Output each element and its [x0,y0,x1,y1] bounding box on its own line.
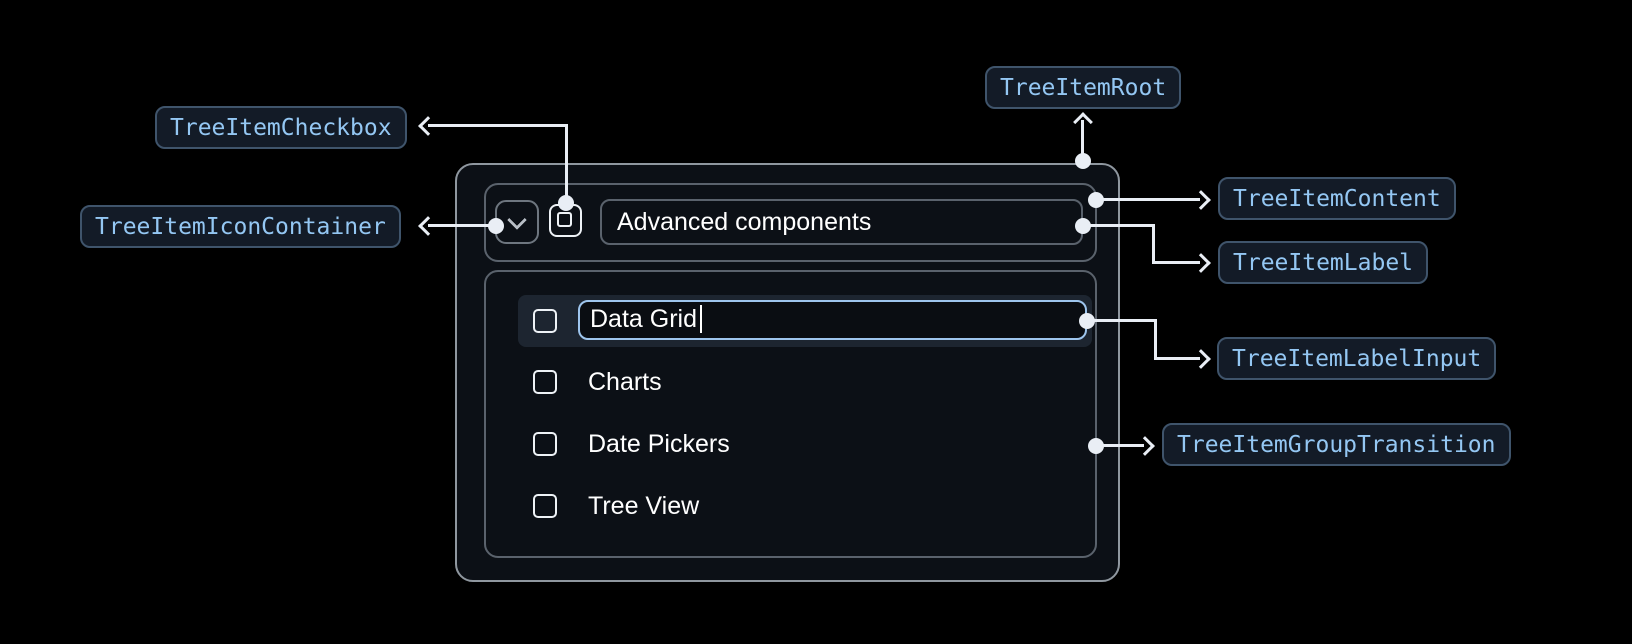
connector-line [1096,198,1200,201]
arrow-right-icon [1191,253,1211,273]
chevron-down-icon [507,210,527,230]
connector-line [428,224,498,227]
callout-tree-item-icon-container: TreeItemIconContainer [80,205,401,248]
checkbox-inner-square-icon [557,212,572,227]
connector-line [1083,224,1155,227]
tree-item-label[interactable]: Advanced components [600,199,1083,245]
tree-item-row-label: Tree View [588,492,700,520]
connector-dot [1088,438,1104,454]
tree-item-row[interactable]: Charts [518,356,1092,408]
connector-dot [1079,313,1095,329]
text-caret [699,305,703,333]
tree-item-row-editing[interactable]: Data Grid [518,295,1092,347]
callout-tree-item-root: TreeItemRoot [985,66,1182,109]
tree-item-row[interactable]: Tree View [518,480,1092,532]
arrow-up-icon [1073,112,1093,132]
connector-line [1152,224,1155,264]
connector-line [565,125,568,204]
connector-dot [1088,192,1104,208]
callout-tree-item-group-transition: TreeItemGroupTransition [1162,423,1511,466]
checkbox-unchecked-icon[interactable] [533,309,557,333]
callout-tree-item-content: TreeItemContent [1218,177,1456,220]
checkbox-unchecked-icon[interactable] [533,370,557,394]
tree-item-content[interactable] [484,183,1097,262]
callout-tree-item-label: TreeItemLabel [1218,241,1429,284]
connector-dot [558,195,574,211]
tree-item-row[interactable]: Date Pickers [518,418,1092,470]
arrow-left-icon [418,116,438,136]
checkbox-unchecked-icon[interactable] [533,494,557,518]
checkbox-unchecked-icon[interactable] [533,432,557,456]
connector-dot [488,218,504,234]
callout-tree-item-label-input: TreeItemLabelInput [1217,337,1497,380]
connector-line [1081,120,1084,162]
connector-line [1087,319,1157,322]
connector-dot [1075,153,1091,169]
tree-item-row-label: Date Pickers [588,430,730,458]
tree-item-label-input[interactable]: Data Grid [578,300,1087,340]
arrow-right-icon [1191,349,1211,369]
connector-line [1154,319,1157,360]
arrow-right-icon [1135,436,1155,456]
arrow-left-icon [418,216,438,236]
connector-line [1096,444,1144,447]
label-input-value: Data Grid [590,305,697,333]
tree-item-row-label: Charts [588,368,662,396]
connector-line [1154,357,1200,360]
tree-item-group-transition [484,270,1097,558]
arrow-right-icon [1191,190,1211,210]
connector-line [1152,261,1200,264]
connector-dot [1075,218,1091,234]
callout-tree-item-checkbox: TreeItemCheckbox [155,106,407,149]
connector-line [428,124,568,127]
tree-item-root[interactable] [455,163,1120,582]
